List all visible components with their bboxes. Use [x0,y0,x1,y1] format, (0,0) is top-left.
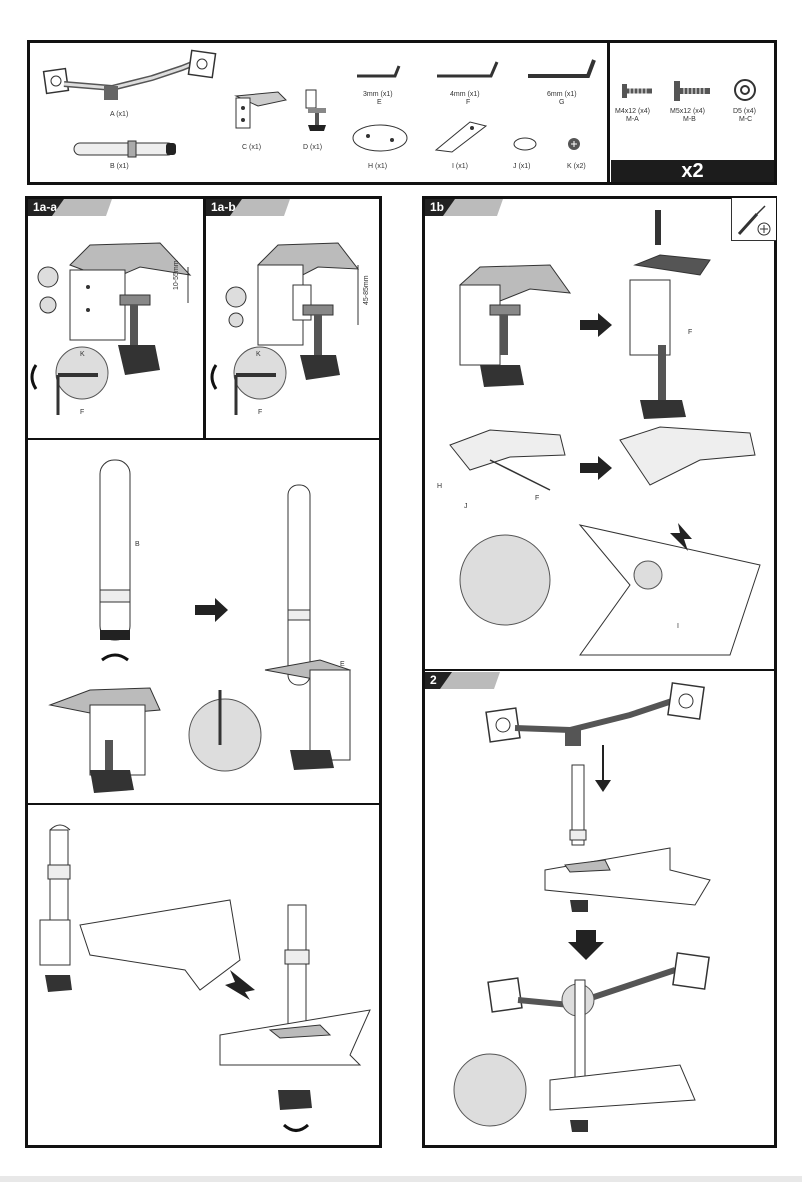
part-e-size: 3mm (x1) [363,91,393,98]
part-d-clamp-drawing [305,89,326,131]
step-1b-tag-stripe [443,199,503,216]
step-1a-a-illustration [30,242,192,415]
part-i-plate-drawing [434,121,488,153]
part-e-letter: E [377,99,382,106]
part-g-size: 6mm (x1) [547,91,577,98]
parts-list-panel [27,40,777,185]
screw-m4-icon [622,84,652,98]
divider-right [424,669,775,671]
part-e-allen-key-drawing [357,65,401,78]
screw-m4-code: M-A [626,116,639,123]
step-1b-illustration [449,210,761,656]
callout-e: E [340,661,345,668]
part-h-label: H (x1) [368,163,388,170]
page-bottom-strip [0,1176,802,1182]
washer-d5-code: M-C [739,116,753,123]
divider-row2 [27,803,380,805]
step-2-tag-stripe [440,672,500,689]
callout-h: H [437,483,443,490]
callout-f-1ab: F [258,409,263,416]
part-j-label: J (x1) [513,163,531,170]
part-f-size: 4mm (x1) [450,91,480,98]
part-a-dual-arm-drawing [42,49,217,100]
part-g-allen-key-drawing [528,59,596,78]
part-d-label: D (x1) [303,144,323,151]
part-g-letter: G [559,99,565,106]
range-b-label: 45-85mm [363,275,370,305]
part-a-label: A (x1) [110,111,129,118]
divider-row1 [27,438,380,440]
callout-f-1b-bottom: F [535,495,540,502]
callout-b: B [135,541,140,548]
callout-k-1aa: K [80,351,85,358]
step-2-illustration [453,682,711,1132]
washer-d5-icon [734,79,756,101]
quantity-multiplier: x2 [611,160,774,182]
callout-f-1aa: F [80,409,85,416]
callout-j: J [464,503,468,510]
part-h-plate-drawing [352,124,408,152]
callout-f-1b-top: F [688,329,693,336]
part-k-screw-drawing [568,138,580,150]
screw-m5-spec: M5x12 (x4) [670,108,706,115]
callout-i: I [677,623,679,630]
step-1a-a-tag-stripe [52,199,112,216]
part-i-label: I (x1) [452,163,468,170]
part-j-washer-drawing [513,137,537,151]
screw-m5-icon [674,81,710,101]
screwdriver-icon [737,205,771,236]
desk-mount-illustration [39,824,371,1132]
part-b-label: B (x1) [110,163,129,170]
parts-divider [607,42,610,183]
part-f-letter: F [466,99,471,106]
part-c-label: C (x1) [242,144,262,151]
part-c-base-drawing [234,91,288,129]
divider-1a [203,198,206,440]
part-f-allen-key-drawing [437,61,499,78]
screw-m4-spec: M4x12 (x4) [615,108,651,115]
range-a-label: 10-55mm [173,260,180,290]
part-k-label: K (x2) [567,163,586,170]
screw-m5-code: M-B [683,116,696,123]
part-b-pole-drawing [73,140,176,158]
callout-k-1ab: K [256,351,261,358]
pole-attach-illustration [48,459,352,793]
step-1a-b-illustration [210,242,360,415]
washer-d5-spec: D5 (x4) [733,108,756,115]
step-1a-b-tag-stripe [230,199,290,216]
